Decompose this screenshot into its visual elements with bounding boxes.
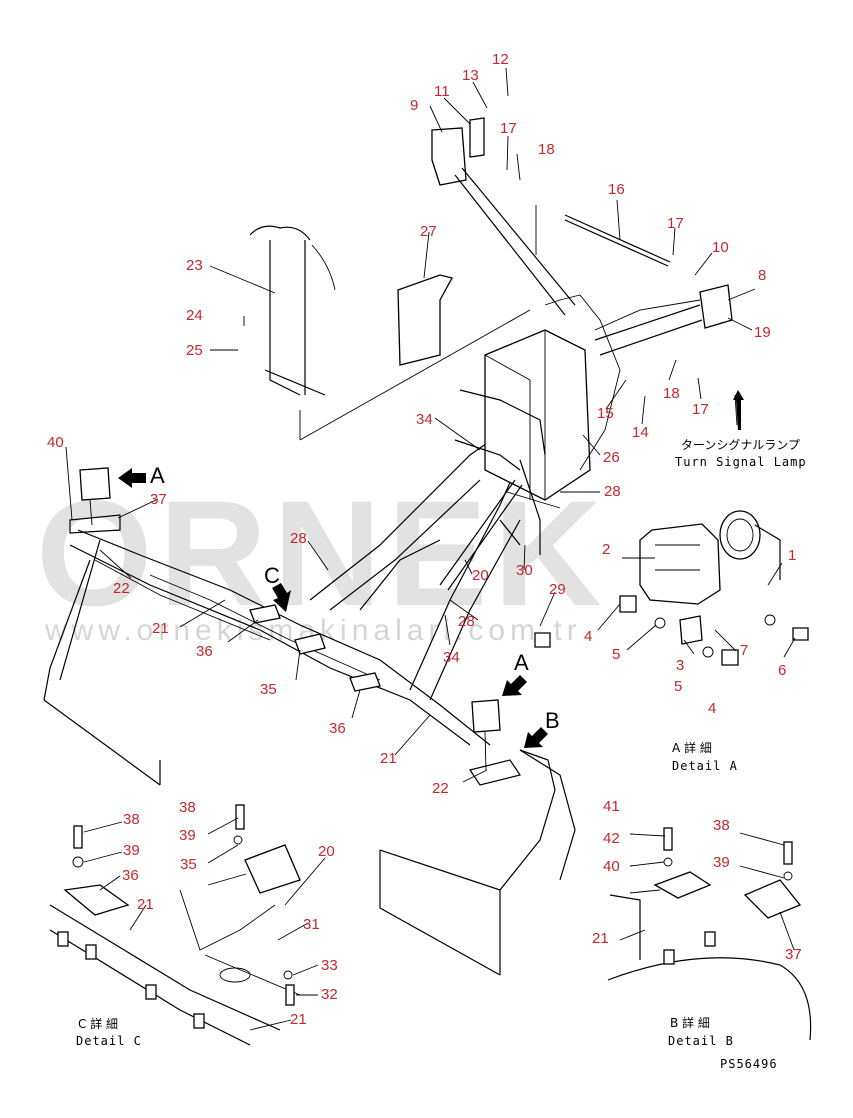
leader-lines [65, 67, 796, 1031]
callout-14: 14 [632, 424, 649, 441]
callout-37: 37 [150, 491, 167, 508]
callout-36b: 36 [329, 720, 346, 737]
callout-6: 6 [778, 662, 786, 679]
callout-28: 28 [604, 483, 621, 500]
turn-signal-lamp-en: Turn Signal Lamp [675, 455, 807, 469]
callout-27: 27 [420, 223, 437, 240]
callout-28c: 28 [458, 613, 475, 630]
callout-4b: 4 [708, 700, 716, 717]
callout-17: 17 [667, 215, 684, 232]
callout-34b: 34 [443, 649, 460, 666]
view-arrows: A A B C [118, 390, 744, 748]
callout-33: 33 [321, 957, 338, 974]
callout-2: 2 [602, 541, 610, 558]
callout-36c: 36 [122, 867, 139, 884]
arrow-c-icon [272, 583, 291, 612]
callout-18: 18 [538, 141, 555, 158]
callout-37b: 37 [785, 946, 802, 963]
callout-28b: 28 [290, 530, 307, 547]
callout-10: 10 [712, 239, 729, 256]
callout-16: 16 [608, 181, 625, 198]
callout-12: 12 [492, 51, 509, 68]
callout-39: 39 [123, 842, 140, 859]
watermark-brand: ORNEK [36, 469, 608, 637]
view-letter-b: B [545, 708, 560, 733]
callout-23: 23 [186, 257, 203, 274]
callout-38b: 38 [179, 799, 196, 816]
drawing-code: PS56496 [720, 1057, 778, 1071]
callout-32: 32 [321, 986, 338, 1003]
callout-40: 40 [47, 434, 64, 451]
callout-8: 8 [758, 267, 766, 284]
callout-5b: 5 [674, 678, 682, 695]
arrow-turn-signal-icon [733, 390, 744, 430]
callout-18b: 18 [663, 385, 680, 402]
callout-25: 25 [186, 342, 203, 359]
callout-42: 42 [603, 830, 620, 847]
arrow-b-icon [524, 727, 548, 748]
callout-41: 41 [603, 798, 620, 815]
detail-b-jp: B 詳 細 [670, 1015, 710, 1030]
detail-b-en: Detail B [668, 1034, 734, 1048]
callout-40b: 40 [603, 858, 620, 875]
callout-35b: 35 [180, 856, 197, 873]
callout-4: 4 [584, 628, 592, 645]
callout-5: 5 [612, 646, 620, 663]
callout-21: 21 [152, 620, 169, 637]
callout-38c: 38 [713, 817, 730, 834]
callout-20b: 20 [318, 843, 335, 860]
callout-29: 29 [549, 581, 566, 598]
callout-numbers: 1 2 3 4 4 5 5 6 7 8 9 10 11 12 13 14 15 … [47, 51, 802, 1028]
detail-b-drawing [607, 827, 812, 1041]
callout-21d: 21 [290, 1011, 307, 1028]
callout-1: 1 [788, 547, 796, 564]
arrow-a-upper-icon [118, 468, 146, 488]
callout-20: 20 [472, 567, 489, 584]
callout-21c: 21 [137, 896, 154, 913]
detail-c-drawing [49, 804, 301, 1046]
callout-26: 26 [603, 449, 620, 466]
callout-17c: 17 [692, 401, 709, 418]
callout-39c: 39 [713, 854, 730, 871]
callout-7: 7 [740, 642, 748, 659]
detail-a-drawing [534, 510, 809, 666]
callout-22b: 22 [432, 780, 449, 797]
view-letter-a-lower: A [514, 650, 529, 675]
callout-21e: 21 [592, 930, 609, 947]
callout-39b: 39 [179, 827, 196, 844]
callout-19: 19 [754, 324, 771, 341]
callout-24: 24 [186, 307, 203, 324]
callout-17b: 17 [500, 120, 517, 137]
detail-a-en: Detail A [672, 759, 738, 773]
watermark: ORNEK www.ornekismakinalari.com.tr [36, 469, 608, 647]
callout-35: 35 [260, 681, 277, 698]
callout-38: 38 [123, 811, 140, 828]
callout-11: 11 [434, 83, 450, 100]
callout-36: 36 [196, 643, 213, 660]
view-letter-a-upper: A [150, 463, 165, 488]
captions: ターンシグナルランプ Turn Signal Lamp A 詳 細 Detail… [76, 438, 807, 1071]
callout-31: 31 [303, 916, 320, 933]
turn-signal-lamp-jp: ターンシグナルランプ [681, 438, 800, 452]
view-letter-c: C [264, 563, 280, 588]
detail-a-jp: A 詳 細 [672, 740, 712, 755]
callout-3: 3 [676, 657, 684, 674]
callout-30: 30 [516, 562, 533, 579]
callout-15: 15 [597, 405, 614, 422]
callout-21b: 21 [380, 750, 397, 767]
callout-34: 34 [416, 411, 433, 428]
callout-13: 13 [462, 67, 479, 84]
machine-drawing [43, 117, 733, 976]
detail-c-en: Detail C [76, 1034, 142, 1048]
callout-9: 9 [410, 97, 418, 114]
callout-22: 22 [113, 580, 130, 597]
arrow-a-lower-icon [502, 675, 527, 696]
detail-c-jp: C 詳 細 [78, 1016, 118, 1031]
